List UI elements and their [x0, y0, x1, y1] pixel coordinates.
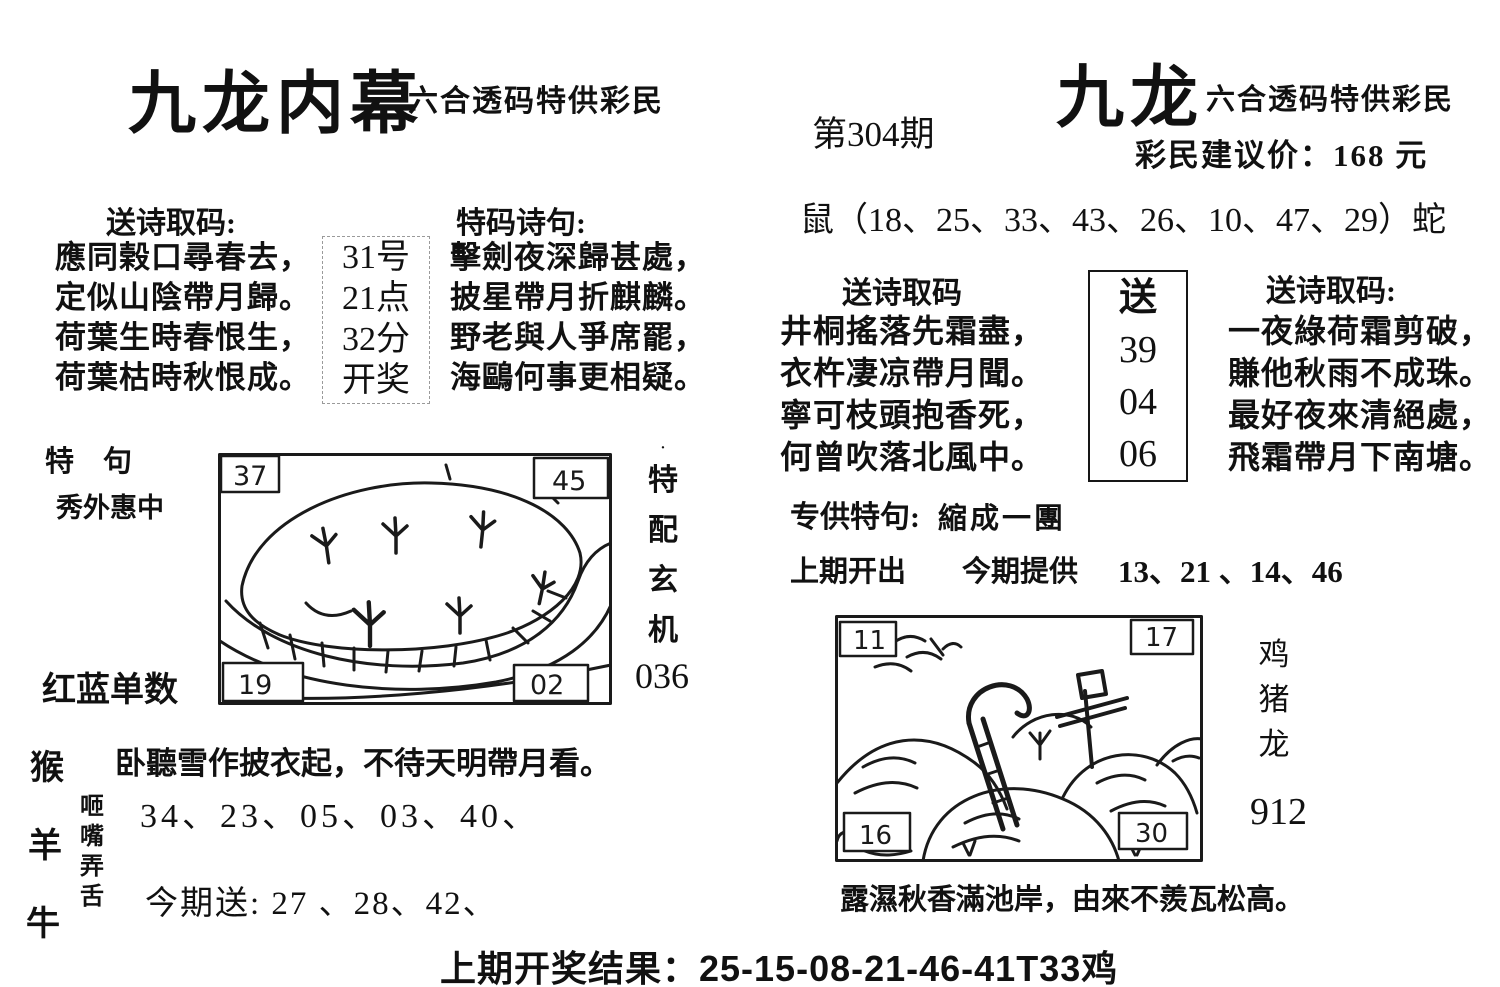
- time-number-box: 31号 21点 32分 开奖: [322, 236, 430, 404]
- issue-number: 第304期: [812, 115, 935, 154]
- zodiac-monkey: 猴: [30, 750, 64, 787]
- xiu-wai-hui-zhong-label: 秀外惠中: [56, 493, 164, 523]
- poem-line: 荷葉枯時秋恨成。: [55, 360, 311, 395]
- box-line: 04: [1119, 381, 1157, 423]
- box-line: 21点: [342, 280, 410, 317]
- turtle-pond-sketch: 37 45 19 02: [218, 453, 612, 705]
- poem-line: 井桐搖落先霜盡，: [780, 313, 1045, 349]
- left-poem-heading: 送诗取码:: [106, 207, 236, 240]
- dot-mark: ·: [659, 437, 667, 459]
- box-line: 31号: [342, 239, 410, 276]
- vertical-char: 猪: [1258, 682, 1290, 717]
- right-picture-caption: 露濕秋香滿池岸，由來不羨瓦松高。: [840, 884, 1305, 916]
- poem-line: 定似山陰帶月歸。: [55, 280, 311, 315]
- box-line: 06: [1119, 433, 1157, 475]
- left-masthead-subtitle: 六合透码特供彩民: [408, 85, 664, 118]
- poem-line: 寧可枝頭抱香死，: [780, 397, 1045, 433]
- box-line: 开奖: [342, 362, 410, 399]
- current-issue-numbers: 13、21 、14、46: [1118, 554, 1343, 589]
- corner-number-top-right: 17: [1145, 623, 1178, 653]
- bottom-poem-line: 卧聽雪作披衣起，不待天明帶月看。: [115, 746, 611, 781]
- zodiac-ox: 牛: [26, 906, 60, 943]
- corner-number-top-left: 37: [233, 461, 267, 492]
- previous-draw-result: 上期开奖结果：25-15-08-21-46-41T33鸡: [440, 948, 1119, 987]
- corner-number-bottom-right: 30: [1135, 819, 1168, 849]
- current-issue-label: 今期提供: [962, 556, 1079, 588]
- haystack-cross-sketch: 11 17 16 30: [835, 615, 1203, 862]
- poem-line: 擊劍夜深歸甚處，: [450, 240, 706, 275]
- poem-line: 飛霜帶月下南塘。: [1228, 439, 1493, 475]
- middle-poem-heading: 特码诗句:: [456, 207, 586, 240]
- poem-line: 一夜綠荷霜剪破，: [1228, 313, 1493, 349]
- right-masthead-title: 九龙: [1056, 60, 1205, 136]
- poem-line: 最好夜來清絕處，: [1228, 397, 1493, 433]
- bottom-numbers-line: 34、23、05、03、40、: [140, 798, 540, 835]
- price-line: 彩民建议价：168 元: [1135, 138, 1429, 173]
- haystack-cross-drawing: 11 17 16 30: [835, 615, 1203, 862]
- box-line: 送: [1118, 277, 1157, 319]
- te-ju-label: 特 句: [45, 446, 133, 478]
- left-masthead-title: 九龙内幕: [128, 66, 425, 142]
- vertical-char: 配: [648, 514, 678, 547]
- prev-issue-label: 上期开出: [790, 556, 907, 588]
- idiom-char: 咂: [80, 794, 104, 820]
- poem-line: 何曾吹落北風中。: [780, 439, 1045, 475]
- corner-number-bottom-left: 16: [859, 821, 892, 851]
- idiom-column: 咂 嘴 弄 舌: [78, 792, 106, 912]
- poem-line: 野老與人爭席罷，: [450, 320, 706, 355]
- special-phrase-label: 专供特句:: [790, 501, 920, 534]
- vertical-char: 鸡: [1258, 637, 1290, 672]
- idiom-char: 弄: [80, 854, 104, 880]
- vertical-char: 机: [648, 614, 678, 647]
- box-line: 32分: [342, 321, 410, 358]
- idiom-char: 嘴: [80, 824, 104, 850]
- mystery-number-036: 036: [635, 656, 689, 696]
- vertical-char: 玄: [648, 564, 678, 597]
- poem-line: 披星帶月折麒麟。: [450, 280, 706, 315]
- poem-line: 海鷗何事更相疑。: [450, 360, 706, 395]
- vertical-char: 龙: [1258, 727, 1290, 762]
- right-masthead-subtitle: 六合透码特供彩民: [1206, 84, 1455, 116]
- middle-poem: 擊劍夜深歸甚處， 披星帶月折麒麟。 野老與人爭席罷， 海鷗何事更相疑。: [450, 238, 706, 398]
- poem-line: 荷葉生時春恨生，: [55, 320, 311, 355]
- zodiac-column-right: 鸡 猪 龙: [1254, 632, 1294, 767]
- corner-number-top-right: 45: [552, 466, 586, 497]
- vertical-char: 特: [648, 464, 678, 497]
- zodiac-goat: 羊: [28, 828, 62, 865]
- poem-line: 賺他秋雨不成珠。: [1228, 355, 1493, 391]
- poem-line: 衣杵凄凉帶月聞。: [780, 355, 1045, 391]
- right-poem2-heading: 送诗取码:: [1266, 275, 1396, 308]
- send-number-box: 送 39 04 06: [1088, 270, 1188, 482]
- mystery-number-912: 912: [1250, 791, 1307, 833]
- box-line: 39: [1119, 329, 1157, 371]
- right-poem2: 一夜綠荷霜剪破， 賺他秋雨不成珠。 最好夜來清絕處， 飛霜帶月下南塘。: [1228, 310, 1492, 478]
- te-pei-xuan-ji-column: · 特 配 玄 机: [641, 437, 685, 656]
- poem-line: 應同榖口尋春去，: [55, 240, 311, 275]
- corner-number-bottom-left: 19: [238, 670, 272, 701]
- idiom-char: 舌: [80, 884, 104, 910]
- special-phrase-value: 縮成一團: [938, 503, 1067, 535]
- turtle-pond-drawing: 37 45 19 02: [218, 453, 612, 705]
- corner-number-top-left: 11: [853, 626, 886, 656]
- gift-numbers-line: 今期送: 27 、28、42、: [145, 886, 498, 922]
- zodiac-numbers-line: 鼠（18、25、33、43、26、10、47、29）蛇: [800, 202, 1446, 239]
- right-poem1: 井桐搖落先霜盡， 衣杵凄凉帶月聞。 寧可枝頭抱香死， 何曾吹落北風中。: [780, 310, 1044, 478]
- right-poem1-heading: 送诗取码: [842, 277, 962, 310]
- left-poem: 應同榖口尋春去， 定似山陰帶月歸。 荷葉生時春恨生， 荷葉枯時秋恨成。: [55, 238, 311, 398]
- corner-number-bottom-right: 02: [530, 670, 564, 701]
- hong-lan-dan-shu-label: 红蓝单数: [42, 672, 178, 709]
